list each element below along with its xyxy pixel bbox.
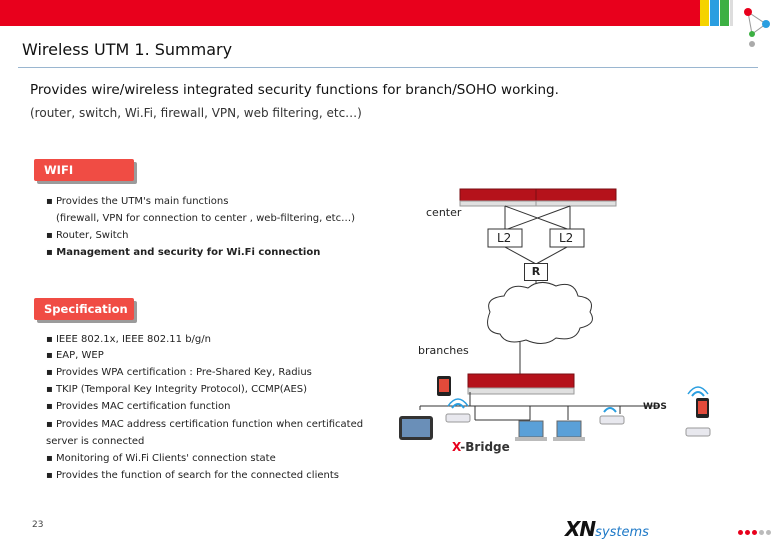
internet-cloud-icon (487, 282, 593, 344)
center-utm-left-icon (459, 188, 541, 207)
center-label: center (426, 206, 462, 219)
smartphone-icon (437, 376, 451, 396)
spec-item: ▪ IEEE 802.1x, IEEE 802.11 b/g/n (46, 334, 211, 345)
wifi-item: ▪ Provides the UTM's main functions (46, 196, 229, 207)
header-bar (0, 0, 700, 26)
branches-label: branches (418, 344, 469, 357)
spec-item: ▪ EAP, WEP (46, 350, 104, 361)
tablet-icon (399, 416, 433, 440)
x-bridge-x: X (452, 440, 461, 454)
laptop-icon (515, 420, 547, 441)
smartphone-icon (696, 398, 709, 418)
spec-item: ▪ Provides the function of search for th… (46, 470, 339, 481)
page-title: Wireless UTM 1. Summary (22, 40, 233, 59)
wds-label: WDS (643, 402, 667, 412)
brand-xn: XN (565, 517, 596, 540)
brand-mark-icon (744, 8, 770, 47)
spec-item: server is connected (46, 436, 145, 447)
laptop-icon (553, 420, 585, 441)
header-stripe-yellow (700, 0, 709, 26)
spec-item: ▪ TKIP (Temporal Key Integrity Protocol)… (46, 384, 308, 395)
spec-item: ▪ Monitoring of Wi.Fi Clients' connectio… (46, 453, 276, 464)
brand-logo: XNsystems (565, 517, 649, 540)
specification-tag: Specification (34, 298, 134, 320)
access-point-icon (445, 398, 471, 423)
x-bridge-rest: -Bridge (460, 440, 510, 454)
wifi-item: ▪ Management and security for Wi.Fi conn… (46, 247, 321, 258)
x-bridge-label: X-Bridge (452, 440, 510, 454)
spec-item: ▪ Provides MAC certification function (46, 401, 231, 412)
spec-item: ▪ Provides MAC address certification fun… (46, 419, 364, 430)
router-box: R (524, 263, 548, 281)
footer-dots-icon (738, 520, 773, 539)
spec-item: ▪ Provides WPA certification : Pre-Share… (46, 367, 312, 378)
wifi-item: ▪ Router, Switch (46, 230, 129, 241)
title-divider (18, 67, 758, 68)
access-point-icon (599, 407, 625, 425)
brand-systems: systems (595, 525, 649, 540)
access-point-icon (685, 386, 711, 437)
page-number: 23 (32, 520, 44, 530)
intro-sub: (router, switch, Wi.Fi, firewall, VPN, w… (30, 106, 362, 120)
header-stripe-blue (710, 0, 719, 26)
branch-utm-icon (467, 373, 575, 395)
center-utm-right-icon (535, 188, 617, 207)
wifi-item: (firewall, VPN for connection to center … (56, 213, 355, 224)
intro-lead: Provides wire/wireless integrated securi… (30, 82, 559, 98)
header-stripe-green (720, 0, 729, 26)
header-stripe-grey (730, 0, 733, 26)
l2-left-label: L2 (497, 231, 512, 245)
wifi-support-tag: WIFI support (34, 159, 134, 199)
l2-right-label: L2 (559, 231, 574, 245)
